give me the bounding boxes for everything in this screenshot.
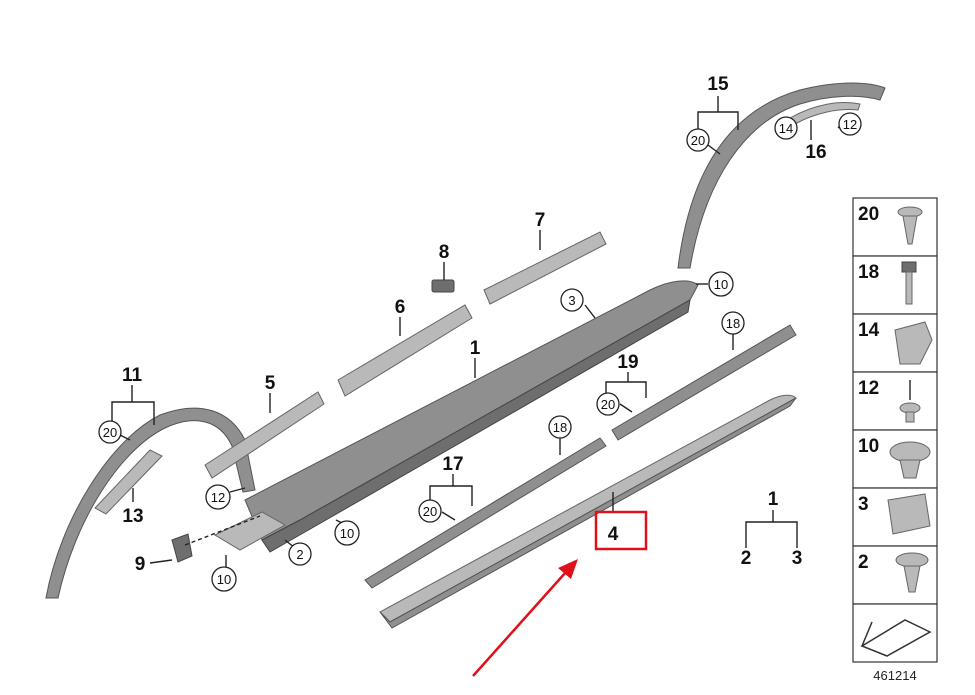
- side-sill-panel[interactable]: [244, 280, 699, 553]
- svg-text:12: 12: [211, 490, 225, 505]
- front-arch-bracket[interactable]: [94, 449, 163, 515]
- svg-text:20: 20: [691, 133, 705, 148]
- label-1: 1: [470, 338, 481, 359]
- svg-text:10: 10: [714, 277, 728, 292]
- mounting-bracket-6[interactable]: [337, 304, 473, 397]
- circle-label-12-a: 12: [838, 112, 862, 136]
- highlight-arrow: [472, 571, 567, 677]
- legend-label-14: 14: [858, 320, 880, 341]
- legend-label-20: 20: [858, 204, 879, 225]
- label-6: 6: [395, 297, 406, 318]
- label-13: 13: [122, 506, 143, 527]
- label-19: 19: [617, 352, 638, 373]
- legend-label-2: 2: [858, 552, 869, 573]
- rear-wheel-arch-trim[interactable]: [677, 82, 886, 269]
- connector-9[interactable]: [171, 533, 193, 563]
- mounting-bracket-7[interactable]: [483, 231, 607, 305]
- label-3-group: 3: [792, 548, 803, 569]
- highlight-box: [594, 510, 648, 551]
- circle-label-2: 2: [288, 542, 312, 566]
- circle-label-20-d: 20: [418, 499, 442, 523]
- svg-text:10: 10: [340, 526, 354, 541]
- svg-text:10: 10: [217, 572, 231, 587]
- trim-strip-17[interactable]: [364, 437, 607, 589]
- sill-front-bracket[interactable]: [213, 511, 287, 551]
- orientation-arrow-icon: [860, 619, 932, 657]
- svg-text:20: 20: [103, 425, 117, 440]
- svg-text:12: 12: [843, 117, 857, 132]
- legend-label-10: 10: [858, 436, 879, 457]
- rear-arch-inner-trim[interactable]: [789, 102, 861, 125]
- push-rivet-icon: [897, 206, 923, 245]
- label-11: 11: [122, 365, 143, 386]
- circle-label-10-a: 10: [708, 271, 734, 297]
- label-17: 17: [442, 454, 463, 475]
- svg-text:2: 2: [296, 547, 303, 562]
- svg-text:14: 14: [779, 121, 793, 136]
- sill-cover-4[interactable]: [379, 394, 797, 629]
- circle-label-10-c: 10: [211, 566, 237, 592]
- clip-nut-icon: [894, 321, 933, 365]
- expansion-rivet-icon: [899, 380, 921, 423]
- trim-strip-19[interactable]: [611, 324, 797, 441]
- reference-code: 461214: [873, 668, 916, 683]
- circle-label-20-c: 20: [98, 420, 122, 444]
- circle-label-18-a: 18: [721, 311, 745, 335]
- svg-text:18: 18: [726, 316, 740, 331]
- label-4: 4: [608, 524, 619, 545]
- fastener-legend: 20 18 14 12 10 3 2 461214: [852, 197, 938, 683]
- label-15: 15: [707, 74, 729, 95]
- label-8: 8: [439, 242, 450, 263]
- label-1-group: 1: [768, 489, 779, 510]
- svg-text:20: 20: [601, 397, 615, 412]
- circle-label-20-a: 20: [686, 128, 710, 152]
- circle-label-14: 14: [774, 116, 798, 140]
- plastic-nut-icon: [889, 441, 931, 479]
- part-labels: 15 16 7 8 6 1 5 11 13 19 17 4 9 1 2 3: [122, 74, 827, 575]
- mounting-bracket-5[interactable]: [204, 391, 325, 479]
- circle-label-20-b: 20: [596, 392, 620, 416]
- circle-label-3: 3: [560, 288, 584, 312]
- legend-label-3: 3: [858, 494, 869, 515]
- circle-label-18-b: 18: [548, 415, 572, 439]
- label-16: 16: [805, 142, 826, 163]
- circle-label-12-b: 12: [205, 484, 231, 510]
- front-wheel-arch-trim[interactable]: [45, 407, 256, 599]
- circle-label-10-b: 10: [334, 520, 360, 546]
- legend-label-18: 18: [858, 262, 879, 283]
- clip-8[interactable]: [431, 279, 455, 293]
- circled-labels: 20 14 12 10 3 18 20 18 20 12 20 10 2 10: [98, 112, 862, 592]
- svg-text:18: 18: [553, 420, 567, 435]
- arrow-head-icon: [558, 559, 578, 579]
- highlight-annotation: [472, 510, 648, 677]
- legend-label-12: 12: [858, 378, 879, 399]
- label-5: 5: [265, 373, 276, 394]
- screw-icon: [901, 261, 917, 305]
- svg-text:3: 3: [568, 293, 575, 308]
- label-7: 7: [535, 210, 546, 231]
- svg-text:20: 20: [423, 504, 437, 519]
- spring-nut-icon: [887, 493, 931, 535]
- label-2-group: 2: [741, 548, 752, 569]
- tree-clip-icon: [895, 552, 929, 593]
- label-9: 9: [135, 554, 146, 575]
